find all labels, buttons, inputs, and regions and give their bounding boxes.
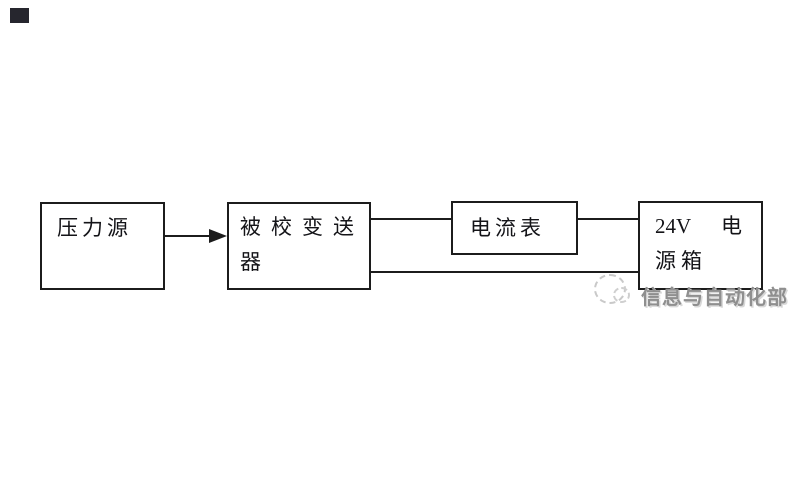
arrow-line-pressure-to-transmitter	[164, 235, 216, 237]
box-pressure-source: 压力源	[40, 202, 165, 290]
ammeter-label: 电流表	[470, 215, 545, 240]
box-power-supply: 24V 电 源箱	[638, 201, 763, 290]
power-label-line1: 24V 电	[655, 209, 742, 244]
transmitter-label-line1: 被校变送	[240, 215, 364, 239]
watermark-logo-circle-small	[613, 287, 630, 303]
wire-transmitter-to-ammeter	[369, 218, 453, 220]
power-label-line2: 源箱	[655, 249, 707, 273]
power-label-dian: 电	[721, 214, 742, 238]
arrowhead-icon	[209, 229, 227, 243]
corner-artifact-block	[10, 8, 29, 23]
power-label-24v: 24V	[655, 214, 692, 238]
wire-ammeter-to-power-box	[576, 218, 640, 220]
box-ammeter: 电流表	[451, 201, 578, 255]
watermark-text: 信息与自动化部	[641, 287, 788, 309]
pressure-source-label: 压力源	[57, 216, 132, 240]
wire-transmitter-to-power-box	[369, 271, 640, 273]
box-transmitter: 被校变送 器	[227, 202, 371, 290]
watermark-logo-icon	[594, 272, 636, 308]
transmitter-label-line2: 器	[240, 250, 261, 274]
